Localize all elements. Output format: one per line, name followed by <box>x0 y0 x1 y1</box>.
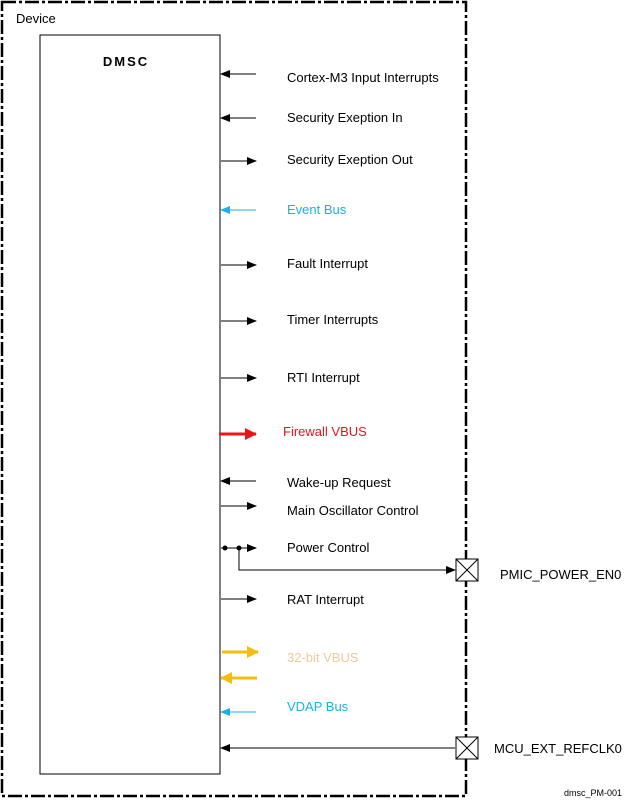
power-to-pin-wire <box>238 548 456 574</box>
pin-pmic-power-en0 <box>455 558 479 582</box>
signal-label-osc: Main Oscillator Control <box>287 503 419 518</box>
pin-label-mcu: MCU_EXT_REFCLK0 <box>494 741 622 756</box>
pin-mcu-ext-refclk0 <box>455 736 479 760</box>
dmsc-title: DMSC <box>103 54 149 69</box>
signal-label-power: Power Control <box>287 540 369 555</box>
signal-label-firewall: Firewall VBUS <box>283 424 367 439</box>
power-junction-dot-1 <box>222 545 228 551</box>
device-label: Device <box>16 11 56 26</box>
signal-label-fault: Fault Interrupt <box>287 256 368 271</box>
signal-label-cortex: Cortex-M3 Input Interrupts <box>287 70 439 85</box>
pin-label-pmic: PMIC_POWER_EN0 <box>500 567 621 582</box>
figure-id: dmsc_PM-001 <box>564 788 622 798</box>
signal-label-rti: RTI Interrupt <box>287 370 360 385</box>
device-boundary <box>0 0 468 798</box>
signal-label-timer: Timer Interrupts <box>287 312 379 327</box>
signal-label-sec-in: Security Exeption In <box>287 110 403 125</box>
signal-label-wakeup: Wake-up Request <box>287 475 391 490</box>
signal-label-vbus32: 32-bit VBUS <box>287 650 359 665</box>
dmsc-block <box>39 34 221 775</box>
signal-label-rat: RAT Interrupt <box>287 592 364 607</box>
signal-label-event-bus: Event Bus <box>287 202 347 217</box>
signal-label-vdap: VDAP Bus <box>287 699 349 714</box>
signal-label-sec-out: Security Exeption Out <box>287 152 413 167</box>
